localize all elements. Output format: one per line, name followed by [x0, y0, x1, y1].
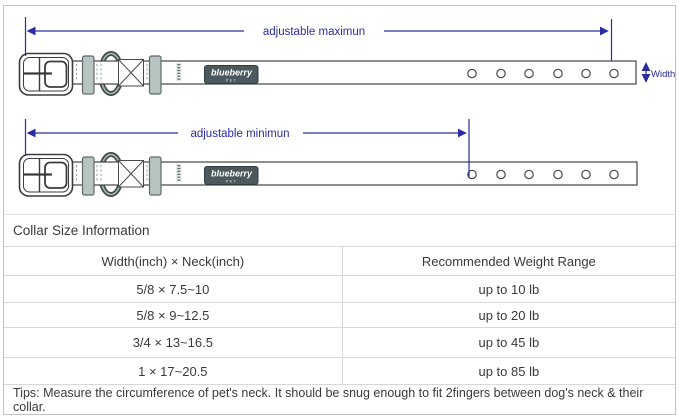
- collar-diagram: blueberry PET adjustable maximun Width: [3, 5, 676, 216]
- x-stitch-box: [118, 160, 144, 188]
- brand-sub: PET: [226, 179, 237, 184]
- table-row: 5/8 × 9~12.5 up to 20 lb: [4, 302, 675, 328]
- table-row: 1 × 17~20.5 up to 85 lb: [4, 357, 675, 385]
- stitching: [76, 165, 148, 182]
- stitching: [76, 64, 148, 81]
- size-table: Width(inch) × Neck(inch) Recommended Wei…: [4, 247, 675, 385]
- table-row: 5/8 × 7.5~10 up to 10 lb: [4, 275, 675, 303]
- size-tag: [176, 62, 182, 82]
- table-row: 3/4 × 13~16.5 up to 45 lb: [4, 327, 675, 358]
- collar-holes: [467, 68, 619, 79]
- table-title: Collar Size Information: [4, 215, 675, 247]
- keeper-band: [148, 55, 162, 95]
- collar-bottom: blueberry PET: [18, 152, 638, 197]
- min-dimension: [24, 119, 470, 178]
- tips-note: Tips: Measure the circumference of pet's…: [13, 386, 644, 414]
- min-label: adjustable minimun: [190, 128, 289, 140]
- size-table-section: Collar Size Information Width(inch) × Ne…: [3, 215, 676, 415]
- size-cell: 1 × 17~20.5: [4, 357, 343, 385]
- width-dimension: Width: [641, 62, 675, 83]
- weight-cell: up to 20 lb: [342, 302, 675, 328]
- buckle-icon: [18, 52, 74, 96]
- keeper-band: [81, 156, 95, 196]
- column-header-weight: Recommended Weight Range: [342, 247, 675, 276]
- brand-name: blueberry: [211, 68, 253, 78]
- size-tag: [176, 163, 182, 183]
- max-label: adjustable maximun: [263, 26, 365, 38]
- x-stitch-box: [118, 59, 144, 87]
- size-cell: 5/8 × 7.5~10: [4, 275, 343, 303]
- keeper-band: [81, 55, 95, 95]
- size-cell: 5/8 × 9~12.5: [4, 302, 343, 328]
- weight-cell: up to 10 lb: [342, 275, 675, 303]
- max-dimension: [24, 17, 613, 61]
- brand-label: blueberry PET: [204, 166, 259, 185]
- collar-top: blueberry PET: [18, 51, 637, 96]
- brand-sub: PET: [226, 78, 237, 83]
- brand-label: blueberry PET: [204, 65, 259, 84]
- column-header-size: Width(inch) × Neck(inch): [4, 247, 343, 276]
- weight-cell: up to 85 lb: [342, 357, 675, 385]
- brand-name: blueberry: [211, 169, 253, 179]
- weight-cell: up to 45 lb: [342, 327, 675, 358]
- collar-holes: [467, 169, 619, 180]
- width-label: Width: [651, 69, 675, 80]
- size-cell: 3/4 × 13~16.5: [4, 327, 343, 358]
- keeper-band: [148, 156, 162, 196]
- table-header-row: Width(inch) × Neck(inch) Recommended Wei…: [4, 247, 675, 276]
- buckle-icon: [18, 153, 74, 197]
